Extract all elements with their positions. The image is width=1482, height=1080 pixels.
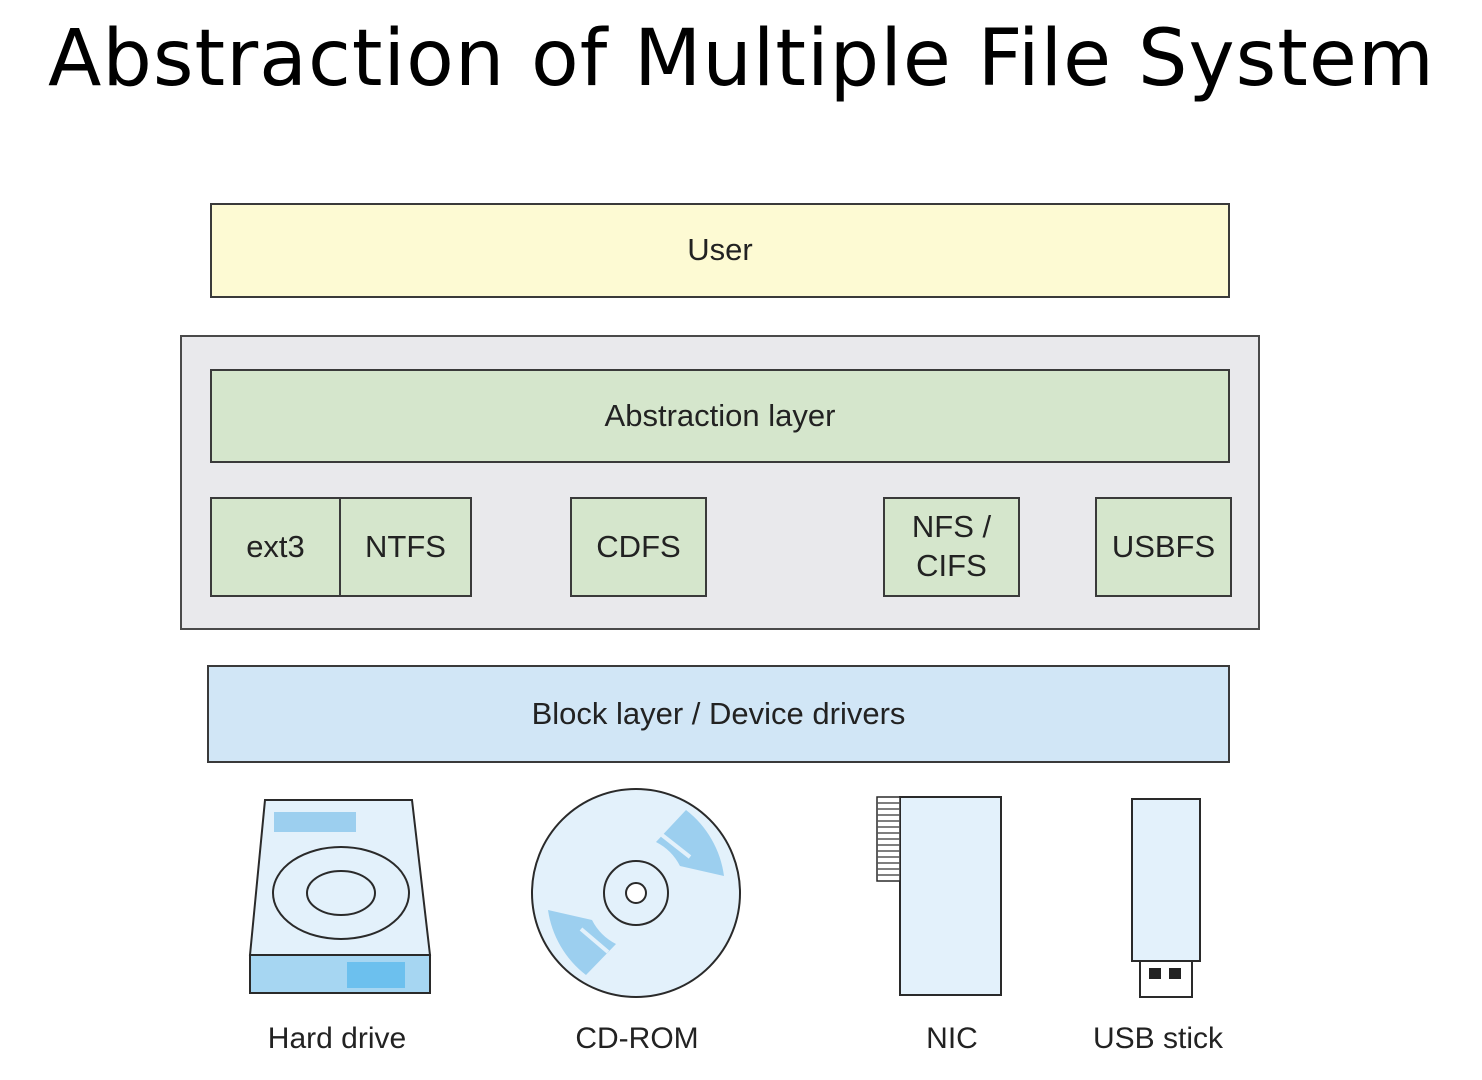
- slide-title: Abstraction of Multiple File System: [48, 14, 1435, 104]
- fs-cdfs: CDFS: [570, 497, 707, 597]
- block-layer: Block layer / Device drivers: [207, 665, 1230, 763]
- fs-usbfs: USBFS: [1095, 497, 1232, 597]
- usb-stick-icon: [1131, 798, 1201, 998]
- hard-drive-label: Hard drive: [267, 1022, 407, 1055]
- fs-ntfs-label: NTFS: [365, 528, 446, 564]
- usb-stick-label: USB stick: [1092, 1022, 1224, 1055]
- fs-ntfs: NTFS: [339, 497, 472, 597]
- cd-rom-label: CD-ROM: [575, 1022, 699, 1055]
- cd-rom-icon: [531, 788, 741, 998]
- fs-nfs-line2: CIFS: [916, 548, 987, 583]
- user-layer: User: [210, 203, 1230, 298]
- hard-drive-icon: [248, 799, 432, 994]
- fs-ext3: ext3: [210, 497, 341, 597]
- fs-cdfs-label: CDFS: [596, 528, 681, 564]
- fs-nfs-line1: NFS /: [911, 509, 992, 545]
- user-layer-label: User: [687, 232, 753, 268]
- abstraction-layer-label: Abstraction layer: [604, 397, 836, 433]
- fs-ext3-label: ext3: [246, 528, 305, 564]
- fs-nfs-cifs-label: NFS / CIFS: [912, 508, 991, 586]
- nic-icon: [876, 796, 1002, 996]
- block-layer-label: Block layer / Device drivers: [531, 695, 906, 731]
- fs-nfs-cifs: NFS / CIFS: [883, 497, 1020, 597]
- nic-label: NIC: [926, 1022, 978, 1055]
- fs-usbfs-label: USBFS: [1111, 528, 1216, 564]
- abstraction-layer: Abstraction layer: [210, 369, 1230, 463]
